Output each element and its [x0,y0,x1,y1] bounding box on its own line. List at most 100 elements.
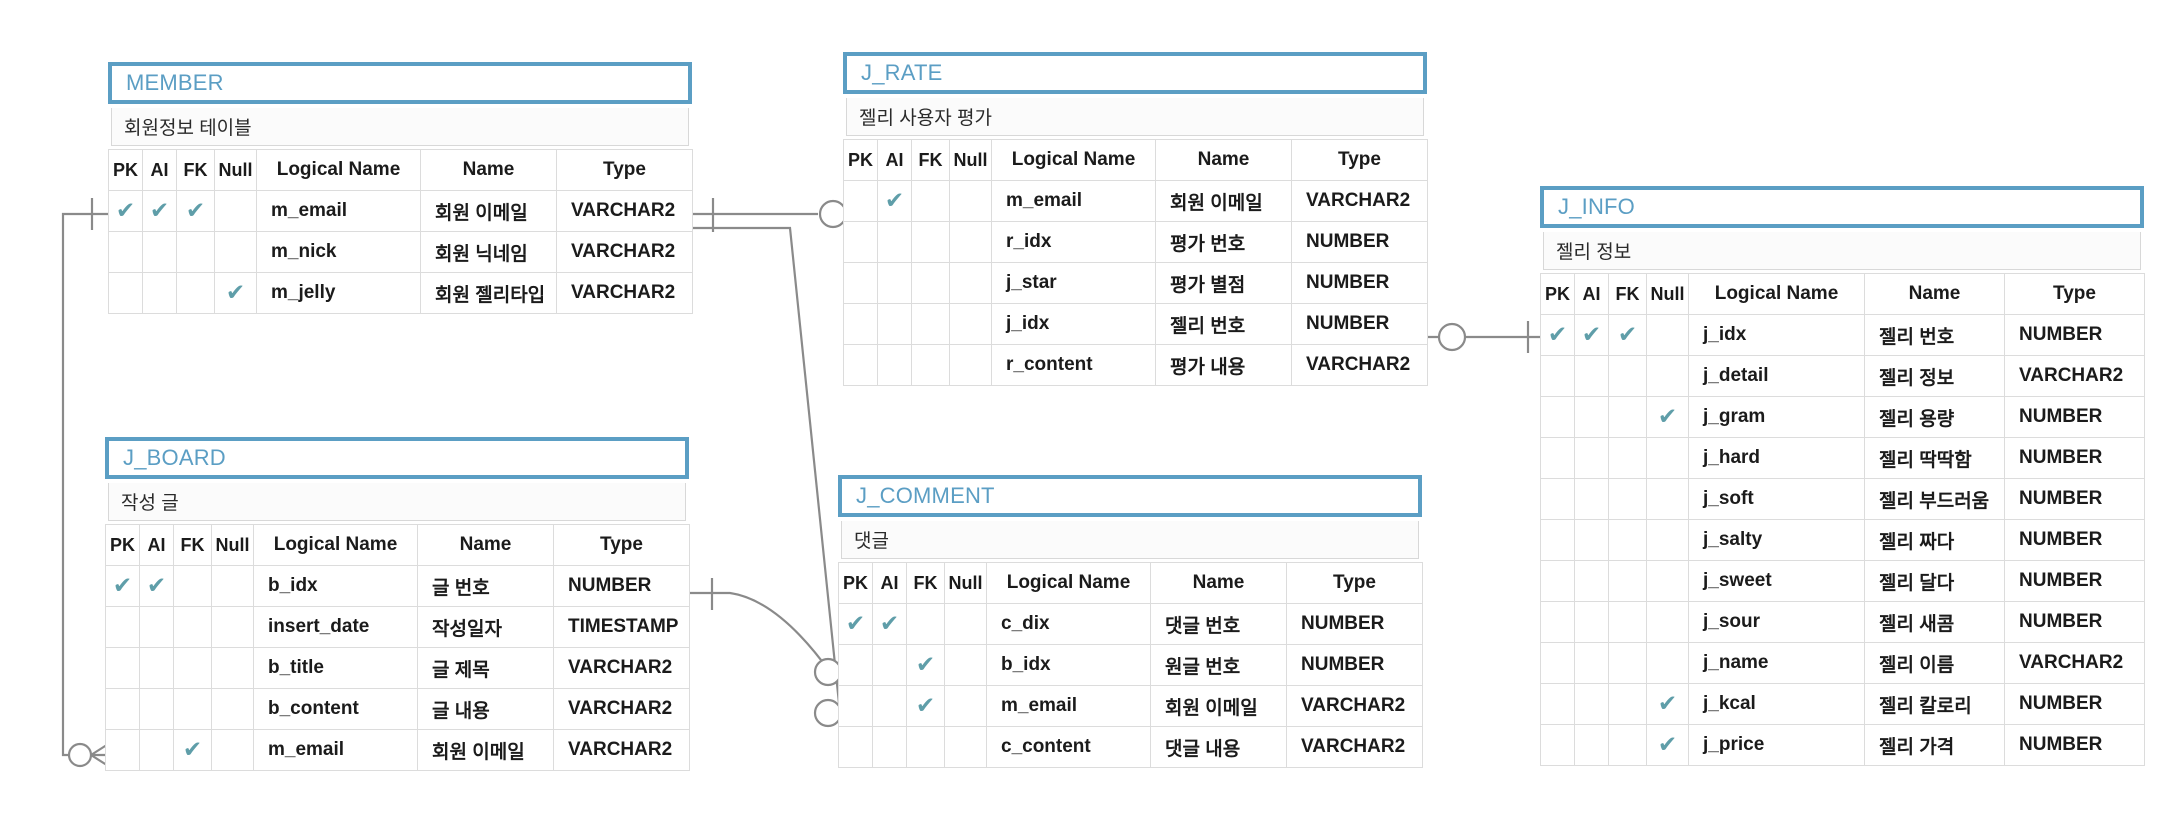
fk-flag[interactable] [1608,601,1647,643]
pk-flag[interactable] [1540,355,1575,397]
pk-flag[interactable] [843,262,878,304]
ai-flag[interactable] [139,647,174,689]
entity-member[interactable]: MEMBER 회원정보 테이블 PK AI FK Null Logical Na… [108,62,693,314]
entity-comment-j-rate[interactable]: 젤리 사용자 평가 [846,98,1424,136]
null-flag[interactable]: ✔ [1646,396,1689,438]
ai-flag[interactable] [877,344,912,386]
null-flag[interactable] [949,344,992,386]
entity-j-board[interactable]: J_BOARD 작성 글 PK AI FK Null Logical Name … [105,437,690,771]
ai-flag[interactable] [1574,724,1609,766]
ai-flag[interactable]: ✔ [877,180,912,222]
ai-flag[interactable]: ✔ [139,565,174,607]
fk-flag[interactable] [1608,683,1647,725]
fk-flag[interactable] [176,231,215,273]
fk-flag[interactable] [911,344,950,386]
pk-flag[interactable] [105,729,140,771]
pk-flag[interactable] [1540,601,1575,643]
ai-flag[interactable] [877,303,912,345]
ai-flag[interactable] [877,221,912,263]
null-flag[interactable] [211,647,254,689]
pk-flag[interactable] [838,685,873,727]
null-flag[interactable] [1646,314,1689,356]
pk-flag[interactable]: ✔ [105,565,140,607]
null-flag[interactable] [1646,601,1689,643]
ai-flag[interactable] [872,726,907,768]
pk-flag[interactable] [1540,437,1575,479]
ai-flag[interactable] [1574,437,1609,479]
pk-flag[interactable] [843,221,878,263]
pk-flag[interactable] [843,180,878,222]
pk-flag[interactable] [105,647,140,689]
entity-comment-member[interactable]: 회원정보 테이블 [111,108,689,146]
pk-flag[interactable] [1540,683,1575,725]
ai-flag[interactable] [1574,355,1609,397]
null-flag[interactable] [944,685,987,727]
ai-flag[interactable] [1574,519,1609,561]
fk-flag[interactable] [911,262,950,304]
pk-flag[interactable]: ✔ [108,190,143,232]
ai-flag[interactable]: ✔ [1574,314,1609,356]
null-flag[interactable] [1646,355,1689,397]
null-flag[interactable] [1646,437,1689,479]
null-flag[interactable] [949,180,992,222]
ai-flag[interactable]: ✔ [872,603,907,645]
null-flag[interactable] [944,726,987,768]
null-flag[interactable] [949,303,992,345]
null-flag[interactable] [949,262,992,304]
pk-flag[interactable]: ✔ [1540,314,1575,356]
ai-flag[interactable] [1574,560,1609,602]
entity-j-info[interactable]: J_INFO 젤리 정보 PK AI FK Null Logical Name … [1540,186,2145,766]
ai-flag[interactable] [877,262,912,304]
pk-flag[interactable] [105,688,140,730]
pk-flag[interactable] [1540,478,1575,520]
null-flag[interactable] [211,688,254,730]
null-flag[interactable] [211,606,254,648]
entity-title-member[interactable]: MEMBER [108,62,692,104]
fk-flag[interactable] [1608,560,1647,602]
fk-flag[interactable]: ✔ [173,729,212,771]
null-flag[interactable] [214,190,257,232]
ai-flag[interactable] [139,688,174,730]
entity-comment-j-comment[interactable]: 댓글 [841,521,1419,559]
fk-flag[interactable] [911,221,950,263]
fk-flag[interactable] [1608,478,1647,520]
ai-flag[interactable] [142,231,177,273]
fk-flag[interactable] [1608,437,1647,479]
fk-flag[interactable] [1608,724,1647,766]
ai-flag[interactable] [139,606,174,648]
fk-flag[interactable] [1608,642,1647,684]
ai-flag[interactable] [1574,683,1609,725]
pk-flag[interactable] [843,303,878,345]
pk-flag[interactable] [838,726,873,768]
fk-flag[interactable] [906,603,945,645]
fk-flag[interactable] [173,606,212,648]
null-flag[interactable]: ✔ [214,272,257,314]
ai-flag[interactable] [1574,642,1609,684]
null-flag[interactable] [1646,642,1689,684]
fk-flag[interactable] [1608,355,1647,397]
pk-flag[interactable] [1540,724,1575,766]
ai-flag[interactable] [142,272,177,314]
fk-flag[interactable] [176,272,215,314]
pk-flag[interactable] [108,231,143,273]
fk-flag[interactable]: ✔ [1608,314,1647,356]
